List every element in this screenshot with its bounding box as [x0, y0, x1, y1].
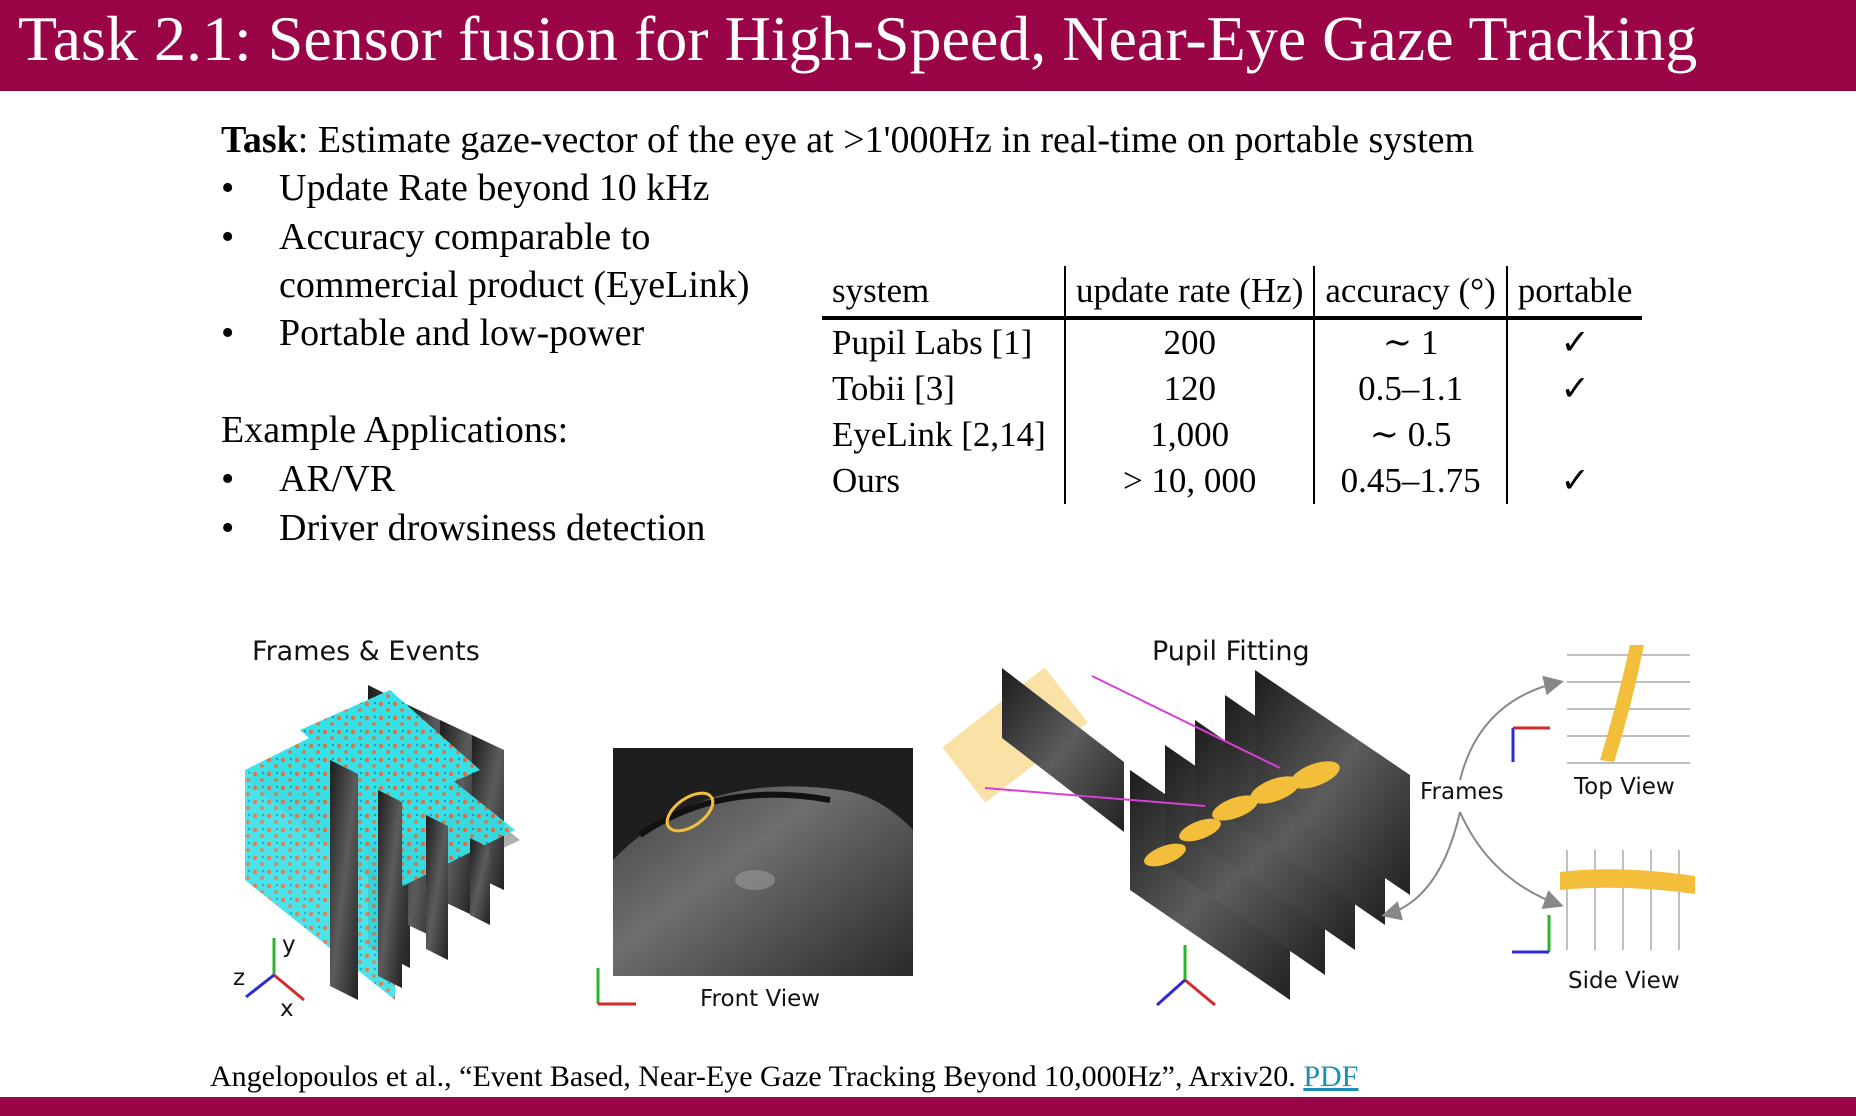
cell-portable: ✓ [1560, 323, 1590, 362]
bullet-portable: •Portable and low-power [221, 312, 645, 354]
comparison-table: system update rate (Hz) accuracy (°) por… [822, 266, 1643, 504]
cell-update-rate: 1,000 [1065, 412, 1316, 458]
task-label: Task [221, 119, 298, 161]
cell-update-rate: 120 [1065, 366, 1316, 412]
side-view-panel [1512, 850, 1695, 954]
table-header-row: system update rate (Hz) accuracy (°) por… [822, 266, 1643, 320]
frames-events-label: Frames & Events [252, 636, 480, 667]
bullet-accuracy-continued: commercial product (EyeLink) [279, 264, 750, 306]
cell-accuracy: ∼ 0.5 [1314, 412, 1508, 458]
pupil-fitting-stack [942, 667, 1410, 1000]
bottom-bar [0, 1097, 1856, 1116]
citation: Angelopoulos et al., “Event Based, Near-… [210, 1060, 1358, 1094]
front-view-axes-icon [596, 968, 636, 1006]
axis-x-label: x [280, 996, 294, 1022]
cell-portable: ✓ [1560, 461, 1590, 500]
cell-system: Ours [822, 458, 1066, 504]
cell-system: EyeLink [2,14] [822, 412, 1066, 458]
cell-update-rate: > 10, 000 [1065, 458, 1316, 504]
header-accuracy: accuracy (°) [1314, 266, 1508, 320]
side-view-label: Side View [1568, 968, 1680, 994]
cell-update-rate: 200 [1065, 318, 1316, 366]
frames-arrows [1381, 675, 1564, 921]
xyz-axes-icon [245, 938, 305, 1002]
bullet-accuracy: •Accuracy comparable to [221, 216, 651, 258]
header-portable: portable [1506, 266, 1643, 320]
title-bar [0, 0, 1856, 91]
cell-accuracy: 0.45–1.75 [1314, 458, 1508, 504]
table-row: Pupil Labs [1] 200 ∼ 1 ✓ [822, 318, 1642, 366]
top-view-label: Top View [1574, 774, 1675, 800]
applications-heading: Example Applications: [221, 409, 569, 451]
pupil-fitting-axes-icon [1156, 945, 1216, 1007]
axis-z-label: z [233, 965, 246, 991]
slide-title: Task 2.1: Sensor fusion for High-Speed, … [18, 3, 1698, 74]
cell-system: Tobii [3] [822, 366, 1066, 412]
table-row: Tobii [3] 120 0.5–1.1 ✓ [822, 366, 1642, 412]
top-view-panel [1511, 645, 1690, 764]
cell-accuracy: 0.5–1.1 [1314, 366, 1508, 412]
bullet-update-rate: •Update Rate beyond 10 kHz [221, 167, 710, 209]
frames-events-cube [245, 685, 520, 1000]
header-update-rate: update rate (Hz) [1065, 266, 1316, 320]
cell-system: Pupil Labs [1] [822, 318, 1066, 366]
citation-text: Angelopoulos et al., “Event Based, Near-… [210, 1060, 1304, 1093]
front-view-eye-image [613, 748, 913, 976]
task-statement: Task: Estimate gaze-vector of the eye at… [221, 118, 1474, 162]
bullet-driver-drowsiness: •Driver drowsiness detection [221, 507, 706, 549]
table-row: EyeLink [2,14] 1,000 ∼ 0.5 [822, 412, 1642, 458]
table-row: Ours > 10, 000 0.45–1.75 ✓ [822, 458, 1642, 504]
pupil-fitting-label: Pupil Fitting [1152, 636, 1310, 667]
front-view-label: Front View [700, 986, 821, 1012]
header-system: system [822, 266, 1066, 320]
cell-portable: ✓ [1560, 369, 1590, 408]
frames-label: Frames [1420, 779, 1504, 805]
cell-accuracy: ∼ 1 [1314, 318, 1508, 366]
axis-y-label: y [282, 932, 296, 958]
pdf-link[interactable]: PDF [1303, 1060, 1359, 1093]
bullet-ar-vr: •AR/VR [221, 458, 396, 500]
task-text: : Estimate gaze-vector of the eye at >1'… [297, 119, 1475, 161]
